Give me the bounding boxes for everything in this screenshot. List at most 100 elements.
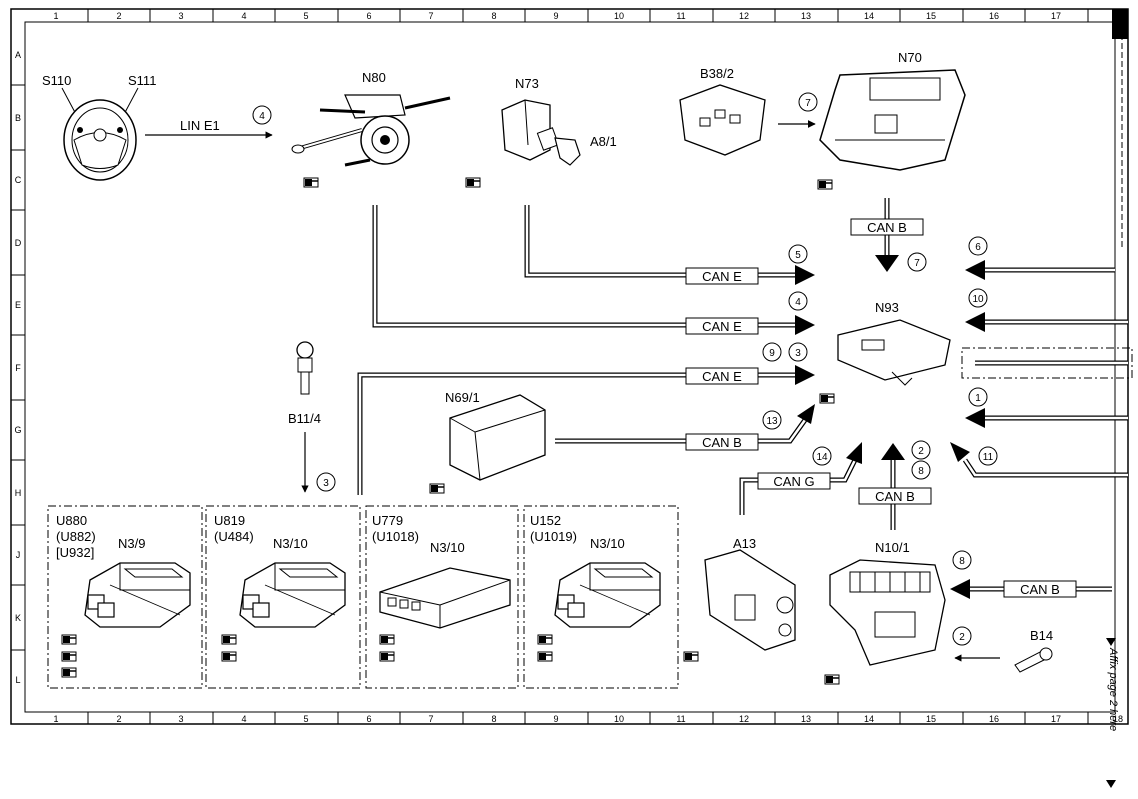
svg-text:15: 15 <box>926 11 936 21</box>
svg-text:N93: N93 <box>875 300 899 315</box>
svg-text:U819: U819 <box>214 513 245 528</box>
svg-text:C: C <box>15 175 22 185</box>
svg-text:S111: S111 <box>128 73 156 88</box>
svg-text:U779: U779 <box>372 513 403 528</box>
svg-text:N10/1: N10/1 <box>875 540 910 555</box>
n69-1-module: N69/1 CAN B 13 <box>429 390 815 494</box>
grid-column-labels: 1 2 3 4 5 6 7 8 9 10 11 12 13 14 15 16 1… <box>53 11 1123 724</box>
svg-text:N73: N73 <box>515 76 539 91</box>
svg-text:U880: U880 <box>56 513 87 528</box>
svg-text:B: B <box>15 113 21 123</box>
svg-text:7: 7 <box>428 11 433 21</box>
inner-frame <box>24 21 1116 713</box>
svg-text:12: 12 <box>739 11 749 21</box>
svg-text:N69/1: N69/1 <box>445 390 480 405</box>
grid-row-labels: A B C D E F G H J K L <box>14 50 21 685</box>
svg-text:1: 1 <box>53 714 58 724</box>
svg-text:J: J <box>16 550 21 560</box>
svg-text:N3/10: N3/10 <box>273 536 308 551</box>
svg-text:10: 10 <box>614 714 624 724</box>
svg-text:CAN B: CAN B <box>702 435 742 450</box>
svg-text:3: 3 <box>178 714 183 724</box>
svg-text:B38/2: B38/2 <box>700 66 734 81</box>
svg-text:6: 6 <box>366 714 371 724</box>
svg-text:LIN E1: LIN E1 <box>180 118 220 133</box>
svg-text:2: 2 <box>116 11 121 21</box>
svg-text:(U484): (U484) <box>214 529 254 544</box>
svg-text:2: 2 <box>959 632 965 643</box>
svg-text:11: 11 <box>676 714 685 724</box>
svg-text:B11/4: B11/4 <box>288 411 321 426</box>
svg-text:8: 8 <box>491 714 496 724</box>
outer-frame <box>10 8 1129 725</box>
corner-mark <box>1112 9 1128 39</box>
svg-text:H: H <box>15 488 22 498</box>
svg-text:B14: B14 <box>1030 628 1053 643</box>
b11-4-sensor: B11/4 3 <box>288 341 336 493</box>
svg-text:A13: A13 <box>733 536 756 551</box>
b14-sensor: B14 2 <box>952 626 1053 673</box>
svg-text:14: 14 <box>864 11 874 21</box>
can-e-bus-n80: CAN E 4 <box>372 205 815 335</box>
svg-text:5: 5 <box>795 250 801 261</box>
svg-text:4: 4 <box>795 297 801 308</box>
svg-text:12: 12 <box>739 714 749 724</box>
affix-page-note: Affix page 2 here <box>1106 638 1119 788</box>
svg-text:CAN B: CAN B <box>1020 582 1060 597</box>
svg-text:7: 7 <box>805 98 811 109</box>
svg-text:3: 3 <box>795 348 801 359</box>
variant-box-2: U819 (U484) N3/10 <box>205 505 361 689</box>
svg-text:11: 11 <box>983 452 994 463</box>
svg-text:14: 14 <box>816 452 828 463</box>
svg-text:13: 13 <box>801 714 811 724</box>
svg-text:CAN E: CAN E <box>702 369 742 384</box>
svg-text:N70: N70 <box>898 50 922 65</box>
svg-text:U152: U152 <box>530 513 561 528</box>
svg-text:G: G <box>14 425 21 435</box>
svg-text:(U1019): (U1019) <box>530 529 577 544</box>
svg-text:Affix page 2 here: Affix page 2 here <box>1107 647 1119 731</box>
svg-text:2: 2 <box>116 714 121 724</box>
can-e-bus-ecu: CAN E 9 3 <box>357 342 835 495</box>
svg-text:10: 10 <box>972 294 984 305</box>
svg-text:13: 13 <box>766 416 778 427</box>
can-e-bus-n73: CAN E 5 <box>524 205 815 285</box>
variant-box-1: U880 (U882) [U932] N3/9 <box>47 505 203 689</box>
can-b-right-n10: CAN B 8 <box>950 550 1112 599</box>
svg-text:S110: S110 <box>42 73 71 88</box>
right-incoming-lines: 6 10 1 11 <box>950 25 1133 478</box>
svg-text:D: D <box>15 238 22 248</box>
svg-text:CAN E: CAN E <box>702 269 742 284</box>
svg-text:9: 9 <box>553 714 558 724</box>
n93-gateway: N93 <box>837 300 951 386</box>
svg-text:16: 16 <box>989 714 999 724</box>
n80-module: N80 <box>291 70 451 188</box>
n10-1-sam: CAN B 2 8 N10/1 <box>824 440 946 685</box>
svg-text:A: A <box>15 50 21 60</box>
svg-text:8: 8 <box>491 11 496 21</box>
n70-can-b-arrow: CAN B 7 <box>850 198 927 272</box>
svg-text:3: 3 <box>178 11 183 21</box>
lin-e1-connection: LIN E1 4 <box>145 105 273 139</box>
svg-text:A8/1: A8/1 <box>590 134 617 149</box>
svg-text:5: 5 <box>303 11 308 21</box>
svg-text:CAN E: CAN E <box>702 319 742 334</box>
svg-text:7: 7 <box>914 258 920 269</box>
n73-module: N73 A8/1 <box>465 76 617 188</box>
svg-text:6: 6 <box>975 242 981 253</box>
b38-2-sensor: B38/2 7 <box>679 66 818 156</box>
svg-text:1: 1 <box>975 393 981 404</box>
svg-text:17: 17 <box>1051 11 1061 21</box>
svg-text:CAN B: CAN B <box>875 489 915 504</box>
svg-text:4: 4 <box>259 111 265 122</box>
svg-text:N3/10: N3/10 <box>590 536 625 551</box>
grid-rows <box>11 84 25 651</box>
svg-text:(U1018): (U1018) <box>372 529 419 544</box>
variant-box-4: U152 (U1019) N3/10 <box>523 505 679 689</box>
svg-text:14: 14 <box>864 714 874 724</box>
svg-text:L: L <box>15 675 20 685</box>
variant-box-3: U779 (U1018) N3/10 <box>365 505 519 689</box>
steering-wheel: S110 S111 <box>42 73 156 181</box>
svg-text:K: K <box>15 613 21 623</box>
